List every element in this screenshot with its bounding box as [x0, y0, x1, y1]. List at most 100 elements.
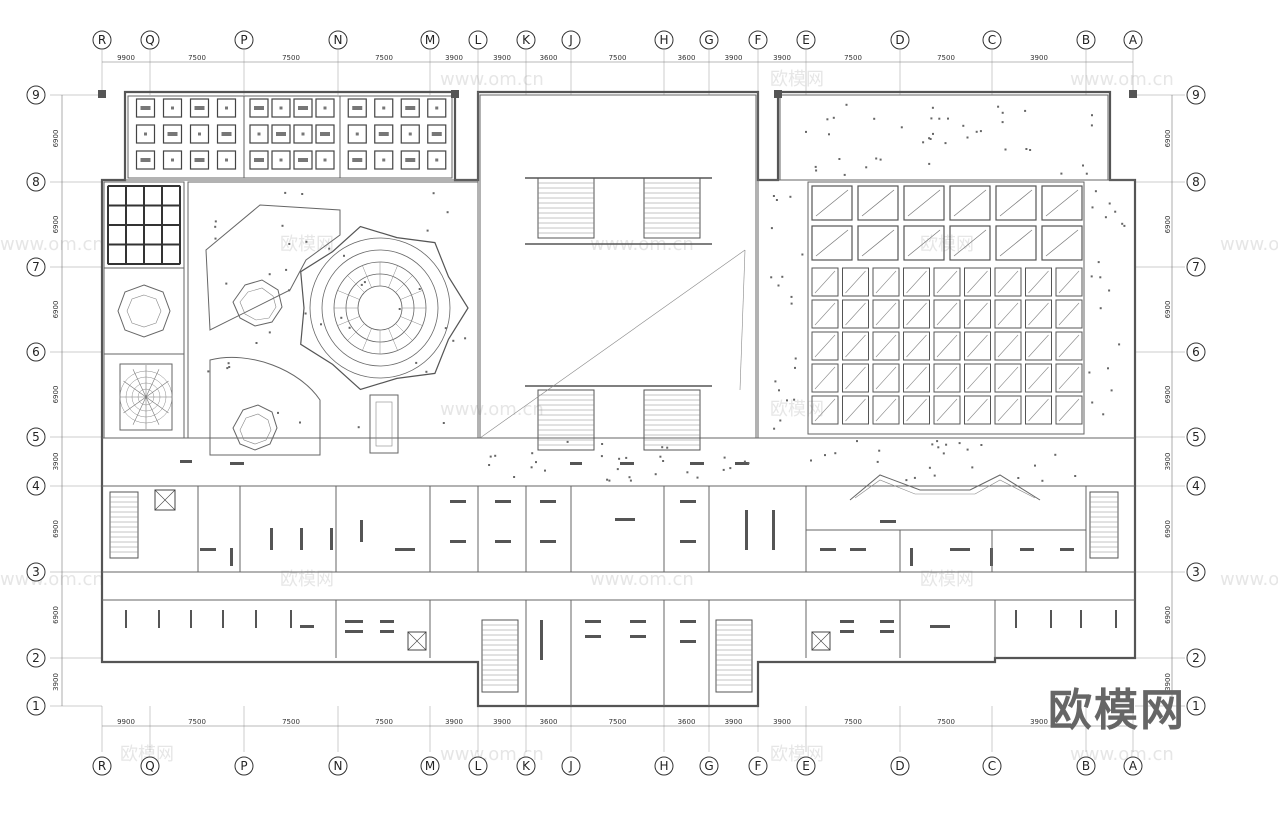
row-label-9: 9 [1186, 85, 1206, 105]
ceiling-light-dot [947, 117, 949, 120]
ceiling-light-dot [1099, 307, 1102, 310]
axis-bubble [420, 30, 440, 50]
light-fixture [360, 520, 363, 542]
dimension-value: 3900 [445, 54, 463, 62]
row-bubble [1186, 257, 1206, 277]
axis-letter: H [659, 33, 668, 47]
ceiling-light-dot [815, 169, 818, 172]
ceiling-light-dot [824, 454, 826, 457]
light-fixture [540, 500, 556, 503]
ceiling-light-dot [1118, 343, 1121, 346]
light-fixture [125, 610, 127, 628]
axis-letter: C [988, 759, 996, 773]
ceiling-light-dot [1085, 172, 1088, 175]
axis-label-J: J [561, 30, 581, 50]
dimension-value: 3900 [725, 54, 743, 62]
watermark-url: www.om.cn [440, 69, 544, 90]
axis-label-D: D [890, 756, 910, 776]
watermark-brand: 欧模网 [770, 69, 824, 90]
row-bubble [26, 696, 46, 716]
dimension-value: 3900 [1164, 673, 1172, 691]
dimension-value: 6900 [1164, 606, 1172, 624]
axis-label-F: F [748, 756, 768, 776]
ceiling-light-dot [600, 455, 603, 458]
ceiling-light-dot [878, 449, 881, 452]
axis-label-M: M [420, 756, 440, 776]
ceiling-light-dot [535, 461, 537, 464]
ceiling-light-dot [288, 289, 291, 292]
ceiling-light-dot [277, 411, 279, 414]
row-number: 2 [32, 651, 40, 665]
ceiling-light-dot [747, 462, 750, 465]
light-fixture [1080, 610, 1082, 628]
ceiling-light-dot [834, 452, 837, 455]
axis-bubble [92, 30, 112, 50]
ceiling-light-dot [937, 446, 940, 449]
ceiling-light-dot [226, 367, 229, 370]
light-fixture [1115, 610, 1117, 628]
dimension-value: 3900 [1030, 718, 1048, 726]
light-fixture [690, 462, 704, 465]
watermark-url: www.om.cn [0, 569, 104, 590]
watermark-url: www.om.cn [1070, 744, 1174, 765]
ceiling-light-dot [489, 455, 492, 458]
dimension-value: 6900 [52, 386, 60, 404]
axis-letter: D [895, 33, 904, 47]
axis-bubble [1076, 756, 1096, 776]
ceiling-light-dot [838, 158, 841, 160]
ceiling-light-dot [938, 117, 941, 120]
ceiling-light-dot [781, 275, 784, 278]
axis-letter: J [568, 33, 573, 47]
ceiling-light-dot [905, 479, 908, 482]
watermark-url: www.om.cn [590, 569, 694, 590]
ceiling-light-dot [284, 191, 287, 194]
axis-letter: K [522, 759, 531, 773]
ceiling-light-dot [1082, 164, 1084, 167]
ceiling-light-dot [814, 165, 817, 168]
dimension-value: 3600 [540, 718, 558, 726]
axis-label-K: K [516, 30, 536, 50]
light-fixture [840, 620, 854, 623]
axis-label-D: D [890, 30, 910, 50]
ceiling-lights [98, 90, 1137, 482]
ceiling-light-dot [790, 295, 793, 298]
dimension-value: 3900 [1030, 54, 1048, 62]
row-bubble [26, 476, 46, 496]
axis-letter: M [425, 33, 435, 47]
dimension-value: 3600 [678, 718, 696, 726]
light-fixture [540, 540, 556, 543]
axis-label-N: N [328, 30, 348, 50]
row-number: 1 [1192, 699, 1200, 713]
ceiling-light-dot [340, 316, 343, 319]
dimension-value: 7500 [844, 54, 862, 62]
ceiling-light-dot [1091, 206, 1094, 209]
light-fixture [180, 460, 192, 463]
ceiling-light-dot [723, 456, 726, 459]
dimension-value: 6900 [1164, 130, 1172, 148]
ceiling-light-dot [801, 253, 804, 256]
axis-bubble [468, 30, 488, 50]
row-number: 6 [32, 345, 40, 359]
ceiling-light-dot [1114, 210, 1117, 213]
watermark-url: www.om.cn [0, 234, 104, 255]
light-fixture [255, 610, 257, 628]
axis-letter: F [755, 759, 762, 773]
row-number: 8 [32, 175, 40, 189]
dimension-value: 3900 [52, 453, 60, 471]
ceiling-light-dot [494, 454, 497, 457]
dimension-value: 7500 [282, 54, 300, 62]
axis-bubble [1076, 30, 1096, 50]
ceiling-light-dot [343, 254, 345, 257]
light-fixture [270, 528, 273, 550]
ceiling-light-dot [442, 422, 445, 424]
light-fixture [820, 548, 836, 551]
ceiling-light-dot [845, 103, 848, 106]
row-number: 7 [1192, 260, 1200, 274]
row-number: 2 [1192, 651, 1200, 665]
ceiling-light-dot [1017, 477, 1020, 479]
dimension-value: 9900 [117, 54, 135, 62]
light-fixture [230, 548, 233, 566]
watermark-brand: 欧模网 [120, 744, 174, 765]
row-label-7: 7 [26, 257, 46, 277]
